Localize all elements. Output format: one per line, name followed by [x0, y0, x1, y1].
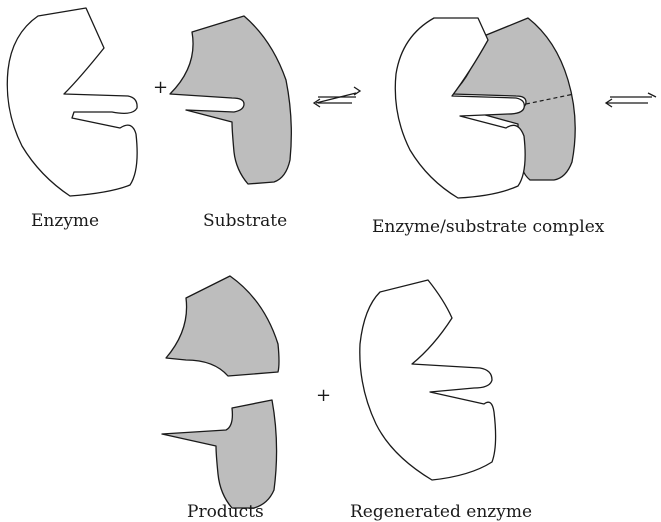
substrate-label: Substrate: [203, 211, 287, 231]
plus-sign-2: +: [316, 385, 331, 406]
enzyme-substrate-complex: [395, 18, 575, 198]
plus-sign: +: [153, 77, 168, 98]
reversible-arrow-icon: [314, 87, 360, 107]
products-label: Products: [187, 502, 264, 522]
substrate-shape: [170, 16, 291, 184]
complex-label: Enzyme/substrate complex: [372, 217, 605, 237]
regenerated-enzyme-label: Regenerated enzyme: [350, 502, 532, 522]
reversible-arrow-icon-2: [606, 93, 656, 107]
regenerated-enzyme-shape: [360, 280, 496, 480]
product-shape-top: [166, 276, 279, 376]
enzyme-shape: [7, 8, 137, 196]
enzyme-label: Enzyme: [31, 211, 99, 231]
product-shape-bottom: [162, 400, 277, 508]
